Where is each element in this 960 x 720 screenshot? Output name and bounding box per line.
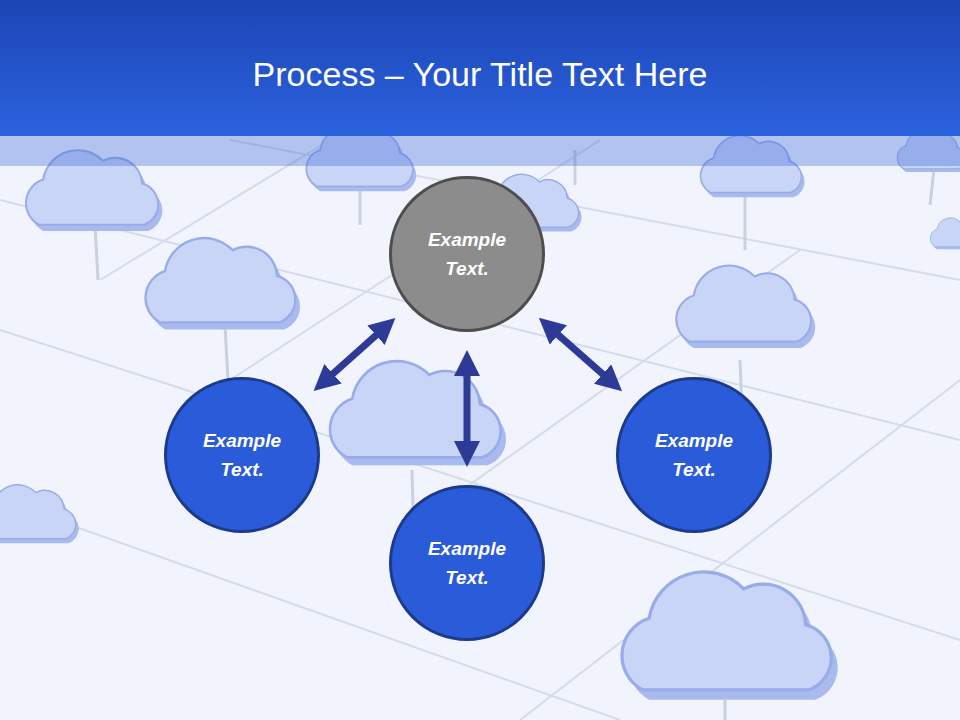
text-holder: Example Text. (164, 377, 320, 533)
process-circle: Example Text. (389, 485, 545, 641)
node-label: Example Text. (419, 534, 515, 592)
double-arrow (464, 360, 471, 457)
node-label: Example Text. (419, 225, 515, 283)
header-shade (0, 136, 960, 166)
circle-shape (391, 178, 544, 331)
grid-lines (0, 140, 960, 720)
circle-outline (389, 485, 545, 641)
text-holder: Example Text. (616, 377, 772, 533)
text-holder: Example Text. (389, 485, 545, 641)
double-arrow (546, 324, 614, 384)
circle-shape (618, 379, 771, 532)
circle-outline (164, 377, 320, 533)
cloud-poles (95, 150, 935, 720)
circle-outline (389, 176, 545, 332)
circle-shape (166, 379, 319, 532)
header-band (0, 0, 960, 136)
hub-circle: Example Text. (389, 176, 545, 332)
node-label: Example Text. (646, 426, 742, 484)
slide-title: Process – Your Title Text Here (0, 52, 960, 96)
process-circle: Example Text. (616, 377, 772, 533)
double-arrow (321, 325, 388, 385)
cloud-icons (0, 126, 960, 699)
circle-outline (616, 377, 772, 533)
text-holder: Example Text. (389, 176, 545, 332)
process-circle: Example Text. (164, 377, 320, 533)
circle-shape (391, 487, 544, 640)
node-label: Example Text. (194, 426, 290, 484)
